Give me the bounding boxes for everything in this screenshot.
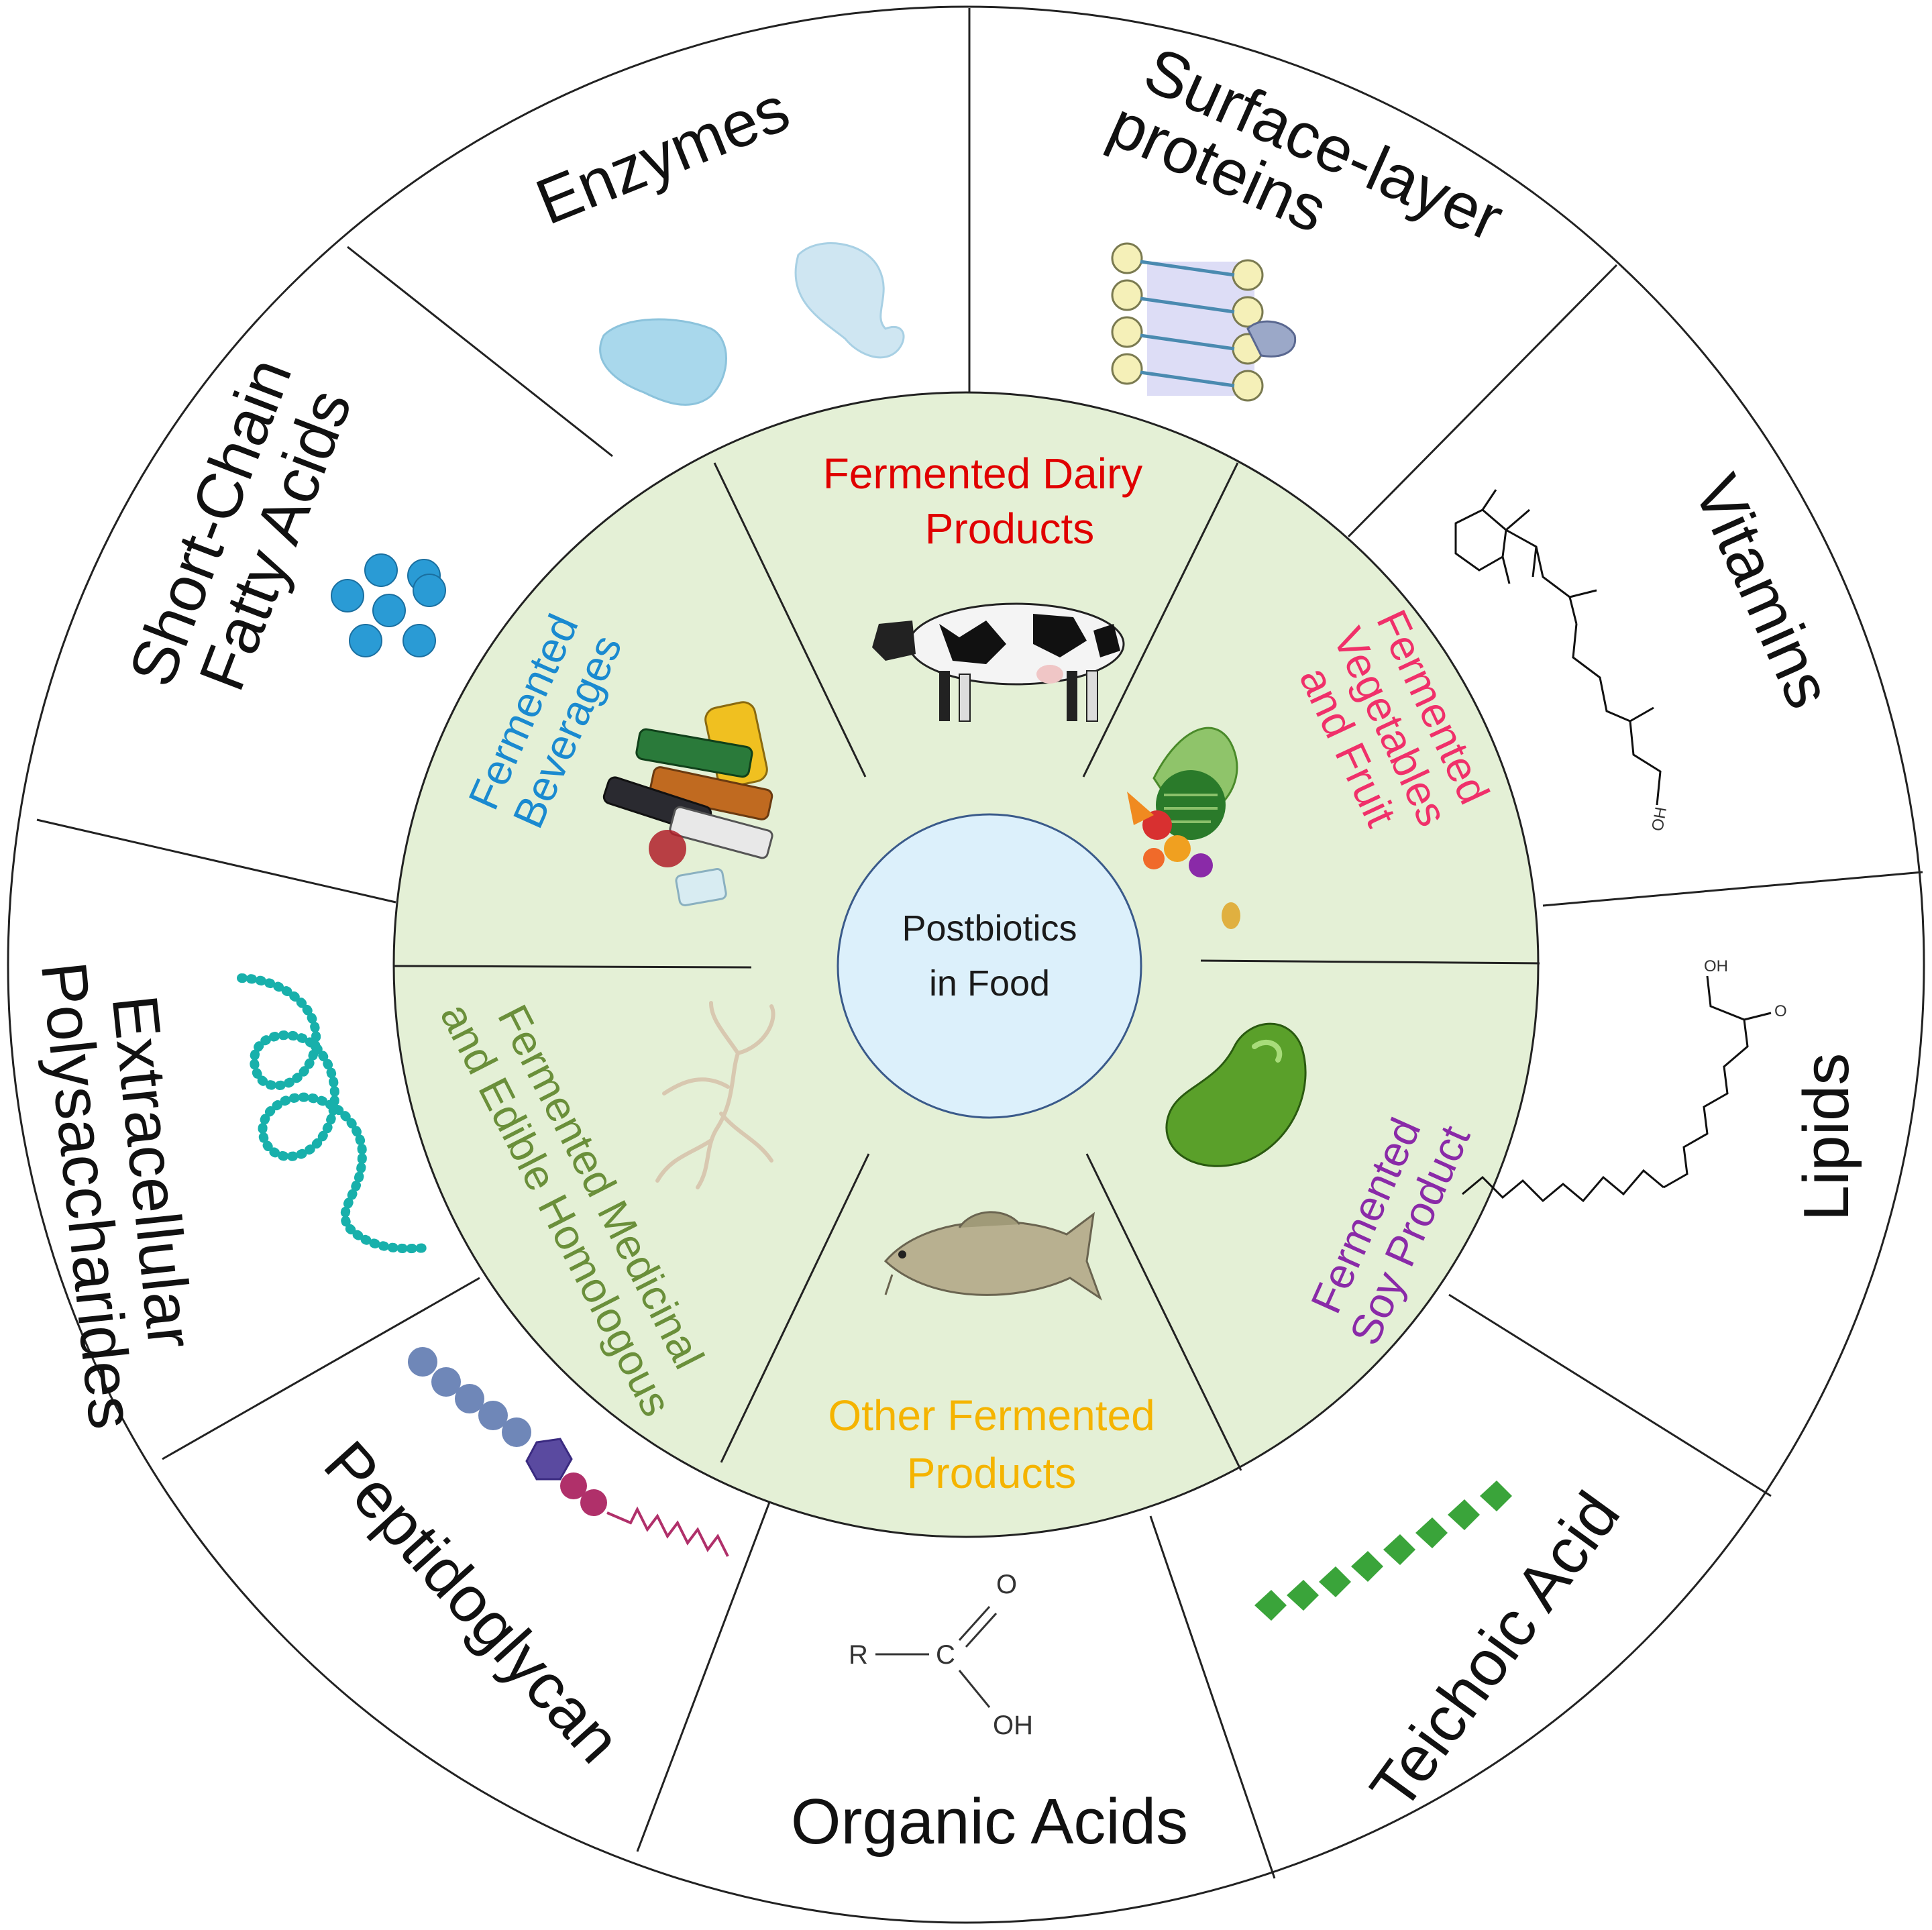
- center-title-line1: Postbiotics: [902, 908, 1077, 949]
- fish-icon: [883, 1211, 1102, 1301]
- lipid-o-label: O: [1774, 1002, 1787, 1020]
- peptidoglycan-chain-icon: [408, 1347, 729, 1557]
- label-other-line1: Other Fermented: [828, 1391, 1155, 1440]
- divider-dairy-vegetables: [1082, 462, 1239, 778]
- lipid-structure-icon: [1462, 975, 1772, 1203]
- divider-eps-scfa: [36, 818, 396, 904]
- divider-medicinal-beverages: [394, 965, 752, 969]
- center-title-line2: in Food: [929, 963, 1050, 1004]
- chem-c-label: C: [936, 1640, 955, 1670]
- carboxyl-structure-icon: R C O OH: [849, 1570, 1033, 1740]
- label-other: Other Fermented Products: [828, 1391, 1155, 1497]
- divider-peptidoglycan-eps: [162, 1277, 480, 1460]
- label-other-line2: Products: [907, 1449, 1077, 1497]
- divider-lipids-teichoic: [1448, 1293, 1772, 1497]
- divider-vitamins-lipids: [1542, 871, 1923, 907]
- vitamin-oh-label: OH: [1648, 806, 1670, 833]
- divider-teichoic-organic: [1149, 1515, 1276, 1879]
- divider-vegetables-soy: [1200, 959, 1540, 965]
- label-dairy-line2: Products: [925, 504, 1095, 553]
- lipid-oh-label: OH: [1704, 957, 1728, 975]
- divider-organic-peptidoglycan: [636, 1479, 780, 1852]
- divider-enzymes-scfa: [347, 246, 613, 458]
- scfa-molecules-icon: [331, 553, 446, 657]
- soybean-icon: [1165, 1022, 1307, 1167]
- teichoic-chain-icon: [1254, 1481, 1512, 1621]
- label-dairy-line1: Fermented Dairy: [823, 449, 1143, 498]
- inner-dividers: [394, 462, 1540, 1471]
- beverages-icon: [602, 701, 773, 906]
- polysaccharide-spiral-icon: [237, 973, 434, 1254]
- root-icon: [655, 1001, 775, 1189]
- center-circle: [837, 813, 1142, 1119]
- label-dairy: Fermented Dairy Products: [823, 449, 1143, 553]
- outer-dividers: [36, 8, 1923, 1879]
- chem-r-label: R: [849, 1640, 868, 1670]
- label-organic-acids: Organic Acids: [791, 1786, 1188, 1858]
- divider-other-medicinal: [720, 1153, 870, 1463]
- vitamin-structure-icon: [1454, 489, 1662, 806]
- chem-oh-label: OH: [993, 1711, 1033, 1740]
- label-lipids: Lipids: [1790, 1053, 1862, 1222]
- divider-beverages-dairy: [713, 462, 867, 778]
- divider-soy-other: [1085, 1153, 1242, 1471]
- vegetables-fruit-icon: [1127, 727, 1240, 929]
- cow-icon: [872, 602, 1125, 722]
- enzyme-icon: [599, 242, 905, 406]
- membrane-icon: [1111, 242, 1297, 402]
- chem-o-label: O: [996, 1570, 1017, 1599]
- divider-slayer-vitamins: [1347, 264, 1618, 538]
